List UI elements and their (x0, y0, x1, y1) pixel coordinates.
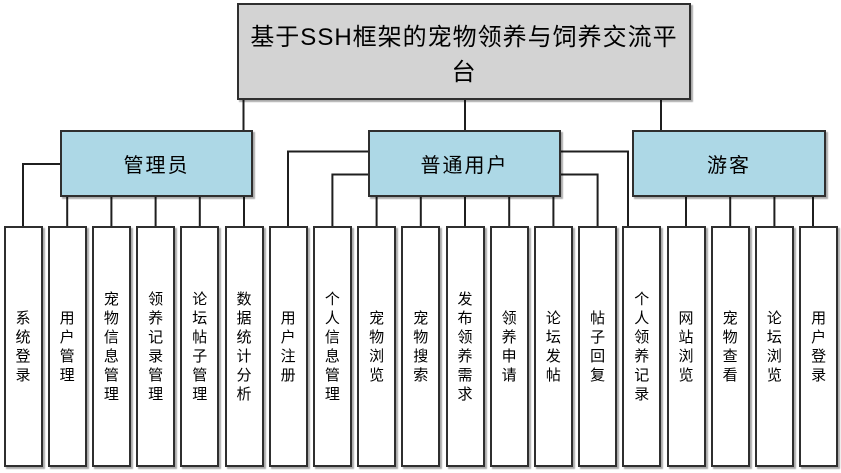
leaf-forum-post-management: 论坛帖子管理 (180, 226, 220, 467)
leaf-label: 用户管理 (59, 309, 75, 384)
guest-label: 游客 (707, 155, 751, 177)
leaf-label: 帖子回复 (590, 309, 606, 384)
leaf-label: 论坛发帖 (545, 309, 561, 384)
node-guest: 游客 (632, 130, 826, 197)
node-regular-user: 普通用户 (368, 130, 561, 197)
leaf-label: 数据统计分析 (236, 290, 252, 403)
leaf-pet-search: 宠物搜索 (401, 226, 441, 467)
leaf-label: 论坛浏览 (766, 309, 782, 384)
leaf-label: 宠物信息管理 (103, 290, 119, 403)
leaf-label: 宠物浏览 (369, 309, 385, 384)
leaf-label: 用户注册 (280, 309, 296, 384)
node-platform-title: 基于SSH框架的宠物领养与饲养交流平台 (237, 3, 691, 100)
leaf-user-register: 用户注册 (268, 226, 308, 467)
leaf-label: 个人信息管理 (324, 290, 340, 403)
leaf-post-reply: 帖子回复 (578, 226, 618, 467)
leaf-label: 网站浏览 (678, 309, 694, 384)
leaf-pet-info-management: 宠物信息管理 (91, 226, 131, 467)
node-admin: 管理员 (60, 130, 253, 197)
leaf-label: 领养记录管理 (148, 290, 164, 403)
leaf-label: 发布领养需求 (457, 290, 473, 403)
leaf-user-login: 用户登录 (799, 226, 839, 467)
leaf-label: 宠物查看 (722, 309, 738, 384)
regular-user-label: 普通用户 (420, 155, 509, 177)
leaf-label: 论坛帖子管理 (192, 290, 208, 403)
leaf-forum-posting: 论坛发帖 (533, 226, 573, 467)
platform-title-label: 基于SSH框架的宠物领养与饲养交流平台 (250, 23, 678, 86)
admin-label: 管理员 (123, 155, 190, 177)
leaf-system-login: 系统登录 (3, 226, 43, 467)
leaf-forum-browse: 论坛浏览 (754, 226, 794, 467)
connector-user-leaf (559, 173, 599, 228)
leaf-personal-info-management: 个人信息管理 (312, 226, 352, 467)
leaf-label: 用户登录 (811, 309, 827, 384)
leaf-adoption-record-management: 领养记录管理 (136, 226, 176, 467)
leaf-site-browse: 网站浏览 (666, 226, 706, 467)
leaf-user-management: 用户管理 (47, 226, 87, 467)
connector-user-leaf (331, 173, 370, 228)
leaf-pet-browse: 宠物浏览 (357, 226, 397, 467)
leaf-adoption-apply: 领养申请 (489, 226, 529, 467)
leaf-label: 系统登录 (15, 309, 31, 384)
leaf-label: 个人领养记录 (634, 290, 650, 403)
leaf-data-statistics: 数据统计分析 (224, 226, 264, 467)
leaf-label: 宠物搜索 (413, 309, 429, 384)
connector-admin-leaf (22, 163, 62, 228)
connector-user-leaf (559, 150, 629, 228)
leaf-pet-view: 宠物查看 (710, 226, 750, 467)
leaf-personal-adoption-record: 个人领养记录 (622, 226, 662, 467)
connector-user-leaf (287, 150, 370, 228)
leaf-publish-adoption-need: 发布领养需求 (445, 226, 485, 467)
leaf-label: 领养申请 (501, 309, 517, 384)
